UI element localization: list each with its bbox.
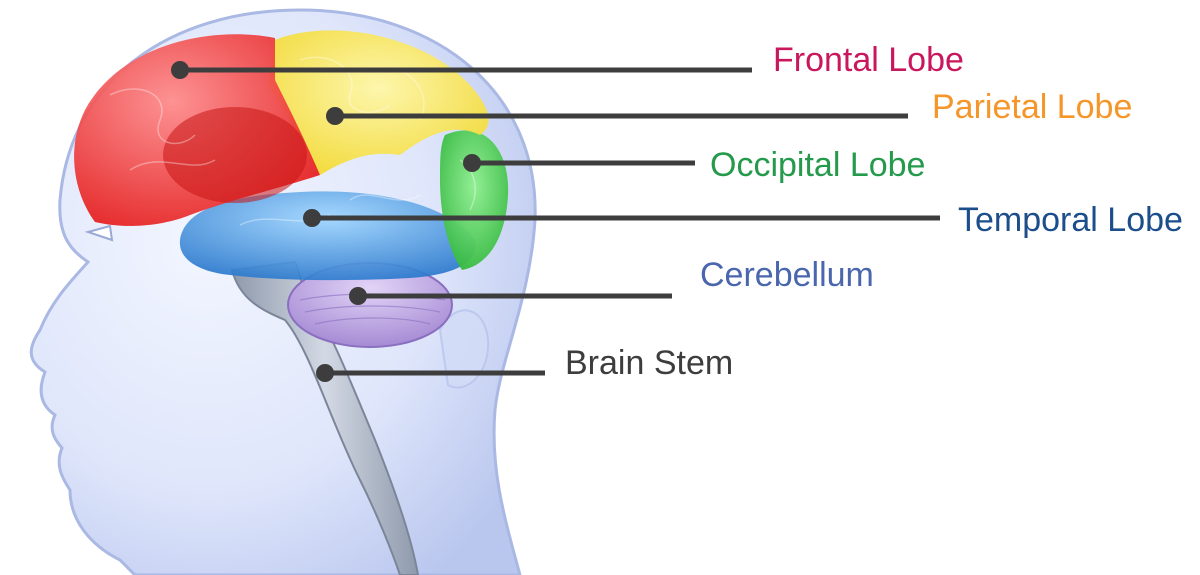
parietal-lobe-label: Parietal Lobe [932,90,1132,124]
occipital-lobe-label: Occipital Lobe [710,148,925,182]
frontal-leader-dot [171,61,189,79]
brain-stem-label: Brain Stem [565,346,733,380]
parietal-leader-dot [326,107,344,125]
temporal-lobe-label: Temporal Lobe [958,203,1183,237]
cerebellum-label: Cerebellum [700,258,874,292]
cerebellum-leader-dot [349,287,367,305]
frontal-lobe-label: Frontal Lobe [773,43,964,77]
insula-fold [163,107,307,203]
temporal-leader-dot [303,209,321,227]
occipital-leader-dot [463,154,481,172]
brainstem-leader-dot [316,364,334,382]
